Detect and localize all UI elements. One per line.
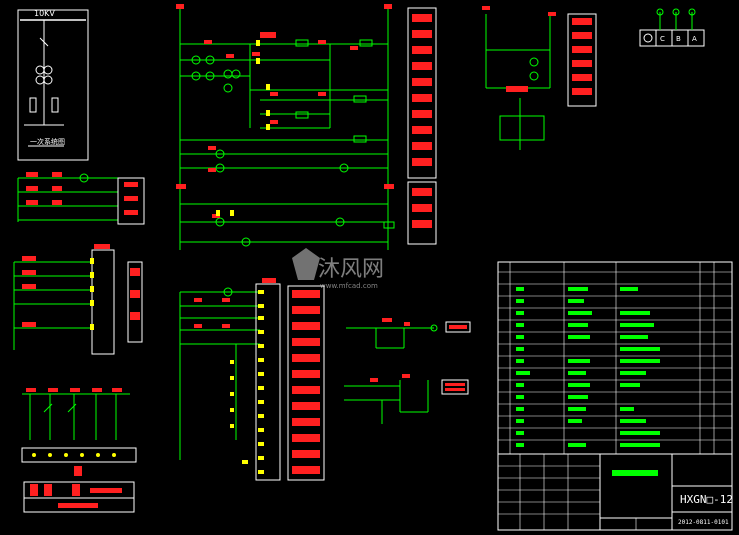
phase-cell-b: B	[676, 35, 681, 43]
voltage-label: 10KV	[34, 9, 55, 18]
lower-center-label-strip	[287, 285, 325, 481]
left-legend-table	[23, 481, 135, 513]
model-number: HXGN□-12	[680, 493, 733, 506]
single-line-caption: 一次系统图	[30, 137, 65, 146]
left-meter-labels	[22, 244, 140, 327]
switch-contact-block	[21, 393, 137, 463]
auxiliary-circuit-1-labels	[382, 318, 471, 333]
left-meter-terminals	[90, 258, 94, 330]
fuse-symbol-2	[51, 97, 59, 113]
watermark-logo-icon	[292, 248, 320, 280]
watermark-brand: 沐风网	[318, 257, 384, 282]
phase-cell-c: C	[660, 35, 665, 43]
disconnect-switch-symbol	[39, 37, 49, 47]
title-block: HXGN□-12 2012-0811-0101	[497, 453, 733, 531]
phase-indicator-table: C B A	[639, 8, 705, 47]
bill-of-materials-table	[497, 261, 733, 455]
upper-right-terminal-strip	[567, 13, 597, 107]
title-block-name-field	[612, 470, 658, 476]
ground-icon	[643, 33, 653, 43]
upper-right-labels	[482, 6, 556, 92]
switch-contact-terminals	[32, 453, 116, 457]
drawing-number: 2012-0811-0101	[678, 519, 729, 526]
single-line-frame	[17, 9, 89, 161]
upper-right-circuit	[485, 14, 551, 150]
left-signal-labels	[26, 172, 138, 215]
fuse-symbol-1	[29, 97, 37, 113]
phase-cell-a: A	[692, 35, 697, 43]
auxiliary-circuit-2	[344, 380, 429, 424]
main-control-terminals	[216, 40, 270, 216]
watermark: 沐风网 www.mfcad.com	[292, 248, 384, 290]
lower-center-circuit	[179, 283, 281, 481]
lower-center-labels	[194, 278, 276, 328]
ct-symbol-4	[43, 75, 53, 85]
lower-center-terminals	[230, 290, 264, 474]
main-control-labels	[176, 4, 394, 218]
left-signal-circuits	[17, 173, 145, 225]
watermark-url: www.mfcad.com	[320, 282, 378, 290]
main-terminal-strip	[407, 7, 437, 245]
auxiliary-circuit-1	[346, 324, 438, 349]
ct-symbol-2	[43, 65, 53, 75]
single-line-diagram-panel: 10KV 一次系统图	[17, 9, 89, 161]
main-control-circuit	[179, 8, 395, 250]
switch-contact-labels	[26, 388, 122, 476]
auxiliary-circuit-2-labels	[370, 374, 469, 395]
